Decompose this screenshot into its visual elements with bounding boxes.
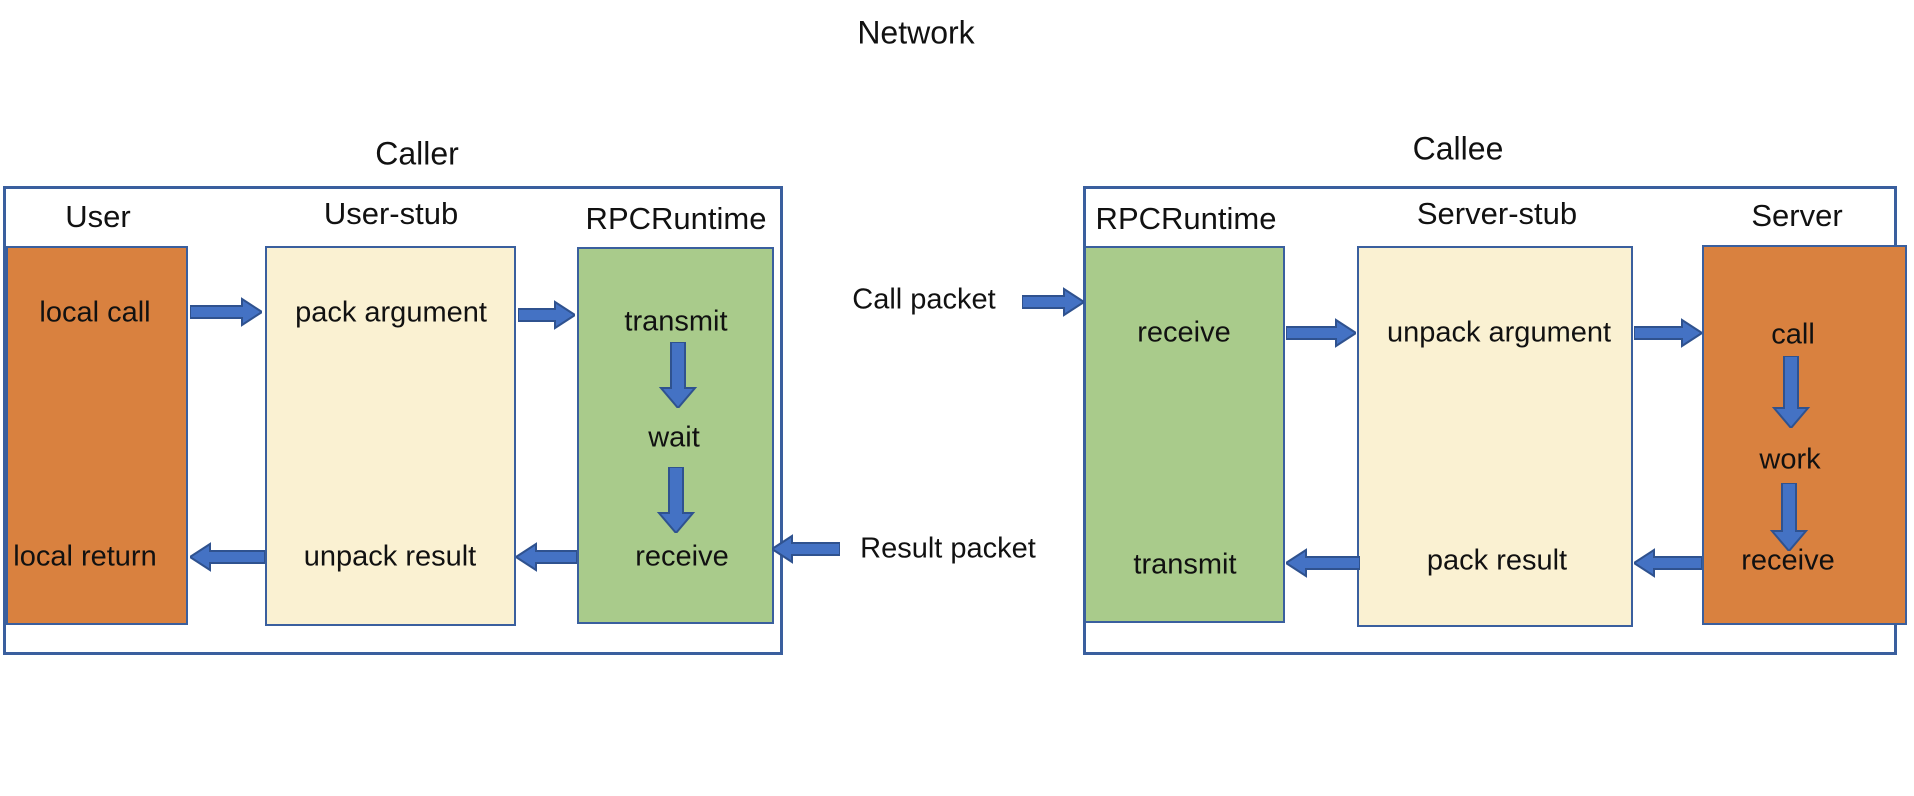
- arrow-receive-to-unpack-argument: [1286, 318, 1356, 348]
- server-stub-box: [1357, 246, 1633, 627]
- arrow-work-to-server-receive: [1769, 483, 1809, 551]
- arrow-pack-result-to-transmit: [1286, 548, 1360, 578]
- arrow-unpack-result-to-local-return: [190, 542, 265, 572]
- network-label: Network: [857, 14, 975, 51]
- user-box: [6, 246, 188, 625]
- pack-argument-label: pack argument: [295, 296, 487, 329]
- arrow-call-packet: [1022, 287, 1084, 317]
- arrow-unpack-argument-to-call: [1634, 318, 1702, 348]
- caller-title: Caller: [375, 135, 459, 172]
- call-packet-label: Call packet: [852, 283, 996, 316]
- arrow-pack-argument-to-transmit: [518, 300, 575, 330]
- caller-column-title-user: User: [65, 199, 131, 234]
- arrow-transmit-to-wait: [658, 342, 698, 408]
- callee-column-title-rpcruntime: RPCRuntime: [1095, 201, 1277, 236]
- work-label: work: [1759, 443, 1821, 476]
- arrow-local-call-to-pack-argument: [190, 297, 262, 327]
- wait-label: wait: [648, 421, 700, 454]
- callee-transmit-label: transmit: [1133, 548, 1237, 581]
- callee-title: Callee: [1412, 130, 1504, 167]
- caller-column-title-rpcruntime: RPCRuntime: [585, 201, 767, 236]
- result-packet-label: Result packet: [860, 532, 1036, 565]
- call-label: call: [1771, 318, 1815, 351]
- user-stub-box: [265, 246, 516, 626]
- callee-column-title-server-stub: Server-stub: [1416, 196, 1578, 231]
- callee-receive-label: receive: [1137, 316, 1231, 349]
- server-box: [1702, 245, 1907, 625]
- caller-column-title-user-stub: User-stub: [323, 196, 459, 231]
- local-call-label: local call: [39, 296, 151, 329]
- arrow-result-packet: [772, 534, 840, 564]
- caller-rpcruntime-box: [577, 247, 774, 624]
- caller-transmit-label: transmit: [624, 305, 728, 338]
- callee-column-title-server: Server: [1751, 198, 1843, 233]
- local-return-label: local return: [13, 540, 157, 573]
- arrow-wait-to-receive: [656, 467, 696, 533]
- arrow-server-receive-to-pack-result: [1634, 548, 1702, 578]
- callee-rpcruntime-box: [1084, 246, 1285, 623]
- arrow-call-to-work: [1771, 356, 1811, 428]
- caller-receive-label: receive: [635, 540, 729, 573]
- unpack-result-label: unpack result: [303, 540, 477, 573]
- unpack-argument-label: unpack argument: [1386, 316, 1612, 349]
- pack-result-label: pack result: [1426, 544, 1568, 577]
- arrow-receive-to-unpack-result: [516, 542, 577, 572]
